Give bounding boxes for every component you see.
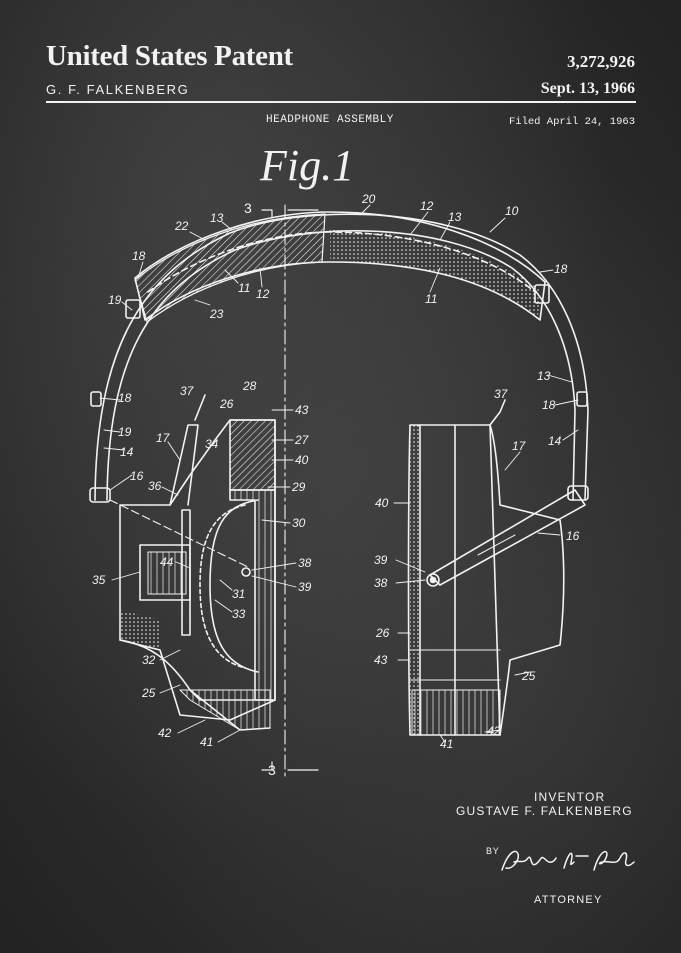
ref-25-left: 25 [141, 686, 156, 700]
ref-44: 44 [160, 555, 174, 569]
ref-26-right: 26 [375, 626, 390, 640]
ref-22: 22 [174, 219, 189, 233]
ref-39-left: 39 [298, 580, 312, 594]
ref-12-top: 12 [420, 199, 434, 213]
ref-18-top-right: 18 [554, 262, 568, 276]
ref-33: 33 [232, 607, 246, 621]
ref-32: 32 [142, 653, 156, 667]
ref-37-right: 37 [494, 387, 509, 401]
inventor-caption: INVENTOR [534, 790, 606, 804]
ref-14-right: 14 [548, 434, 562, 448]
ref-38-right: 38 [374, 576, 388, 590]
header-rule [46, 101, 636, 103]
right-earcup [407, 399, 586, 736]
section-marker-top: 3 [244, 200, 252, 216]
ref-39-right: 39 [374, 553, 388, 567]
ref-37-left: 37 [180, 384, 195, 398]
ref-38-left: 38 [298, 556, 312, 570]
ref-18-top-left: 18 [132, 249, 146, 263]
ref-30: 30 [292, 516, 306, 530]
ref-17-right: 17 [512, 439, 527, 453]
ref-18-left: 18 [118, 391, 132, 405]
ref-16-left: 16 [130, 469, 144, 483]
ref-16-right: 16 [566, 529, 580, 543]
ref-29: 29 [291, 480, 306, 494]
inventor-name: GUSTAVE F. FALKENBERG [456, 804, 633, 818]
ref-26-left: 26 [219, 397, 234, 411]
ref-19-top: 19 [108, 293, 122, 307]
ref-10: 10 [505, 204, 519, 218]
cushion-section-hatch [134, 213, 326, 323]
ref-28: 28 [242, 379, 257, 393]
document-title: HEADPHONE ASSEMBLY [266, 114, 394, 126]
headband-outer [94, 213, 589, 501]
ref-35: 35 [92, 573, 106, 587]
ref-25-right: 25 [521, 669, 536, 683]
ref-42-right: 42 [487, 724, 501, 738]
ref-13-top: 13 [448, 210, 462, 224]
ref-40-left: 40 [295, 453, 309, 467]
ref-41-left: 41 [200, 735, 213, 749]
ref-40-right: 40 [375, 496, 389, 510]
ref-11-left: 11 [238, 281, 250, 295]
ref-18-right: 18 [542, 398, 556, 412]
ref-41-right: 41 [440, 737, 453, 751]
cushion-padding-dots [330, 230, 540, 318]
section-marker-bottom: 3 [268, 762, 276, 778]
attorney-caption: ATTORNEY [534, 894, 603, 906]
ref-20: 20 [361, 192, 376, 206]
filed-date: Filed April 24, 1963 [508, 116, 635, 128]
ref-43-left: 43 [295, 403, 309, 417]
patent-title: United States Patent [46, 40, 293, 72]
attorney-signature [501, 850, 635, 871]
ref-31: 31 [232, 587, 245, 601]
ref-36: 36 [148, 479, 162, 493]
ref-43-right: 43 [374, 653, 388, 667]
ref-11-right: 11 [425, 292, 437, 306]
inventor-short-name: G. F. FALKENBERG [46, 82, 190, 97]
ref-23: 23 [209, 307, 224, 321]
ref-19-left: 19 [118, 425, 132, 439]
ref-17-left: 17 [156, 431, 171, 445]
ref-27: 27 [294, 433, 310, 447]
ref-12-left: 12 [256, 287, 270, 301]
ref-42-left: 42 [158, 726, 172, 740]
patent-date: Sept. 13, 1966 [540, 80, 635, 97]
ref-13-right: 13 [537, 369, 551, 383]
figure-label: Fig.1 [260, 141, 355, 190]
left-earcup [109, 394, 276, 731]
ref-13-left: 13 [210, 211, 224, 225]
ref-14-left: 14 [120, 445, 134, 459]
patent-number: 3,272,926 [567, 52, 635, 71]
by-label: BY [486, 846, 500, 856]
ref-34: 34 [205, 437, 219, 451]
